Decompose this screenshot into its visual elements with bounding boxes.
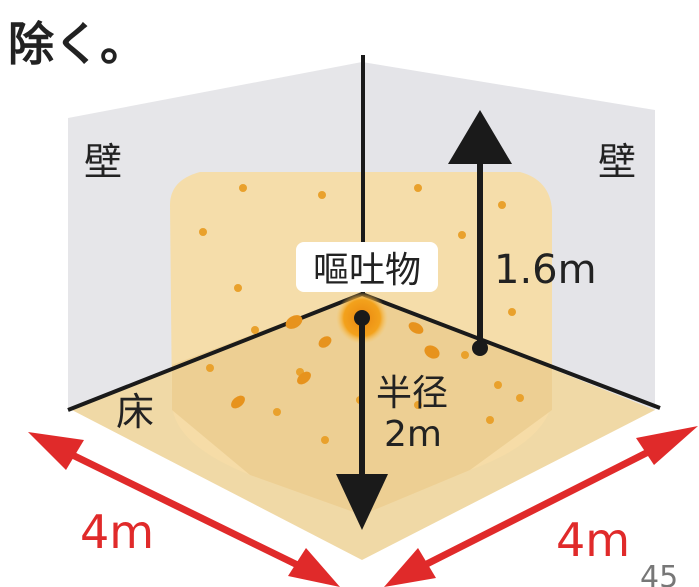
radius-label-line2: 2m [384,414,442,455]
height-label: 1.6m [494,247,597,293]
radius-label-line1: 半径 [376,373,448,414]
floor-edge-left [67,292,363,412]
height-arrow-base-dot [472,340,488,356]
page-number: 45 [640,560,678,587]
vomit-label: 嘔吐物 [313,250,421,291]
width-arrow-right [384,426,698,587]
width-label-left: 4m [80,505,154,559]
wall-label-right: 壁 [598,140,636,184]
caption-fragment: 除く。 [8,17,146,71]
height-arrow-head [448,110,512,164]
floor-label: 床 [116,390,154,434]
floor-edge-right [361,292,661,410]
width-label-right: 4m [556,513,630,567]
splash-drops [231,315,440,409]
vomit-label-box [296,242,438,292]
width-arrow-left [28,432,340,587]
wall-label-left: 壁 [84,140,122,184]
radius-arrow-head [336,474,388,530]
